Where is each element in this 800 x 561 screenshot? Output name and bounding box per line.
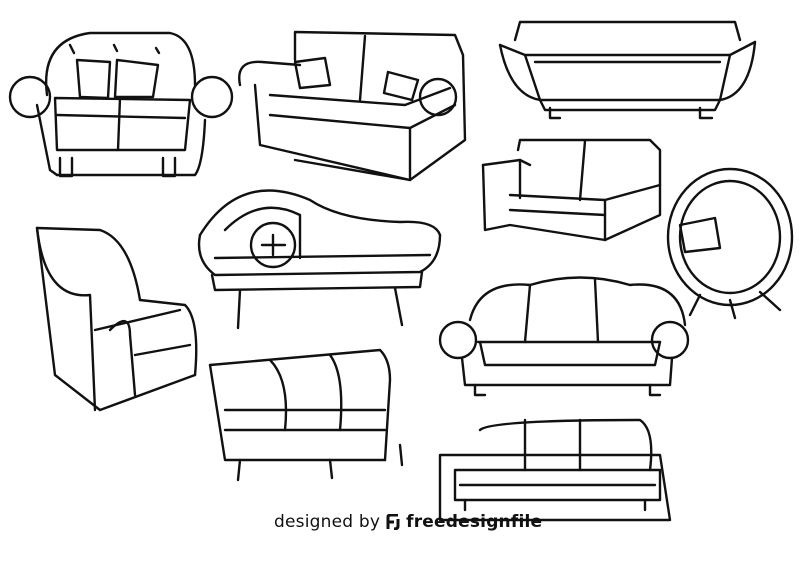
wingback-armchair-icon [35,226,198,412]
credit-prefix: designed by [274,512,381,532]
freedesignfile-logo-icon [386,514,400,530]
credit-line: designed by freedesignfile [274,512,542,532]
sofa-on-rug-icon [438,418,672,522]
papasan-chair-icon [666,167,794,320]
chaise-lounge-icon [197,189,442,330]
credit-brand: freedesignfile [406,512,543,532]
three-seat-bench-sofa-icon [208,348,404,482]
modern-sofa-icon [498,20,757,120]
small-sofa-icon [481,138,662,242]
camelback-sofa-icon [438,276,690,397]
rolled-arm-sofa-icon [238,30,467,182]
tufted-loveseat-icon [8,31,234,178]
